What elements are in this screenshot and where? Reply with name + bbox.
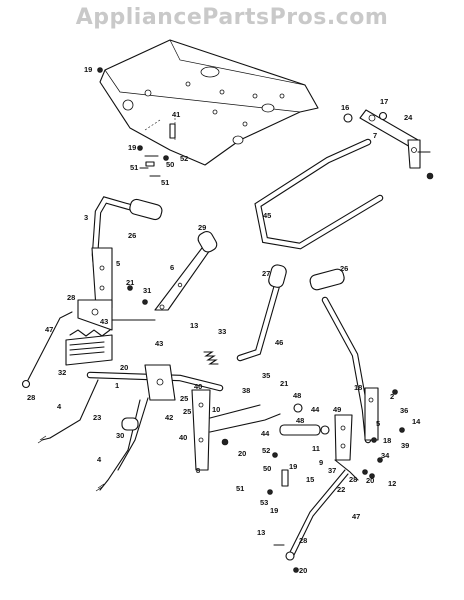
callout-48: 48: [293, 391, 301, 400]
callout-23: 23: [93, 413, 101, 422]
callout-19: 19: [84, 65, 92, 74]
callout-22: 22: [337, 485, 345, 494]
callout-20: 20: [238, 449, 246, 458]
rods-4: [37, 379, 141, 492]
callout-28: 28: [349, 475, 357, 484]
callout-13: 13: [257, 528, 265, 537]
callout-21: 21: [126, 278, 134, 287]
callout-6: 6: [170, 263, 174, 272]
callout-20: 20: [120, 363, 128, 372]
callout-4: 4: [57, 402, 62, 411]
frame-hardware: [137, 118, 176, 177]
callout-40: 40: [179, 433, 187, 442]
callout-10: 10: [212, 405, 220, 414]
callout-12: 12: [388, 479, 396, 488]
callout-48: 48: [296, 416, 304, 425]
frame-panel: [97, 39, 319, 166]
pivot-shaft-7: [343, 109, 434, 180]
bushing-30: [121, 417, 139, 431]
callout-25: 25: [180, 394, 188, 403]
callout-50: 50: [263, 464, 271, 473]
callout-51: 51: [236, 484, 244, 493]
callout-26: 26: [340, 264, 348, 273]
callout-15: 15: [306, 475, 314, 484]
link-rod-47: [273, 469, 349, 573]
callout-5: 5: [376, 419, 380, 428]
callout-51: 51: [161, 178, 169, 187]
callout-20: 20: [299, 566, 307, 575]
callout-28: 28: [299, 536, 307, 545]
callout-24: 24: [404, 113, 413, 122]
callout-17: 17: [380, 97, 388, 106]
right-hardware: [369, 389, 405, 479]
callout-50: 50: [166, 160, 174, 169]
callout-53: 53: [260, 498, 268, 507]
callout-2: 2: [390, 392, 394, 401]
callout-29: 29: [198, 223, 206, 232]
callout-4: 4: [97, 455, 102, 464]
callout-8: 8: [196, 466, 200, 475]
callout-51: 51: [130, 163, 138, 172]
callout-20: 20: [366, 476, 374, 485]
lever-6: [154, 230, 218, 311]
callout-31: 31: [143, 286, 151, 295]
callout-1: 1: [115, 381, 119, 390]
lever-handle-2: [309, 268, 379, 444]
callout-14: 14: [412, 417, 421, 426]
callout-39: 39: [401, 441, 409, 450]
linkage-44: [267, 403, 368, 495]
callout-34: 34: [381, 451, 390, 460]
callout-46: 46: [275, 338, 283, 347]
callout-28: 28: [27, 393, 35, 402]
callout-27: 27: [262, 269, 270, 278]
callout-42: 42: [165, 413, 173, 422]
callout-35: 35: [262, 371, 270, 380]
callout-43: 43: [100, 317, 108, 326]
callout-45: 45: [263, 211, 271, 220]
callout-44: 44: [261, 429, 270, 438]
callout-30: 30: [116, 431, 124, 440]
callout-38: 38: [242, 386, 250, 395]
lever-handle-3: [91, 196, 163, 309]
cross-shaft-1: [86, 364, 224, 471]
callout-25: 25: [183, 407, 191, 416]
callout-36: 36: [400, 406, 408, 415]
callout-7: 7: [373, 131, 377, 140]
callout-43: 43: [155, 339, 163, 348]
callout-44: 44: [311, 405, 320, 414]
callout-13: 13: [190, 321, 198, 330]
callout-11: 11: [312, 444, 320, 453]
callout-5: 5: [116, 259, 120, 268]
callout-18: 18: [354, 383, 362, 392]
callout-28: 28: [67, 293, 75, 302]
callout-37: 37: [328, 466, 336, 475]
callout-19: 19: [128, 143, 136, 152]
callout-47: 47: [45, 325, 53, 334]
callout-19: 19: [289, 462, 297, 471]
callout-49: 49: [333, 405, 341, 414]
lever-46: [203, 264, 287, 365]
callout-18: 18: [383, 436, 391, 445]
callout-41: 41: [172, 110, 180, 119]
callout-16: 16: [341, 103, 349, 112]
watermark-text: AppliancePartsPros.com: [76, 5, 389, 30]
callout-26: 26: [128, 231, 136, 240]
callout-33: 33: [218, 327, 226, 336]
callout-47: 47: [352, 512, 360, 521]
callout-32: 32: [58, 368, 66, 377]
callout-40: 40: [194, 382, 202, 391]
bracket-8: [191, 389, 281, 471]
bent-rod-45: [254, 138, 384, 250]
callout-52: 52: [262, 446, 270, 455]
callout-3: 3: [84, 213, 88, 222]
callout-19: 19: [270, 506, 278, 515]
callout-52: 52: [180, 154, 188, 163]
callout-labels: 19 41 19 50 52 51 51 16 17 7 24 3 26 29 …: [27, 65, 421, 575]
pedal-assembly-left: [21, 285, 156, 389]
callout-21: 21: [280, 379, 288, 388]
callout-9: 9: [319, 458, 323, 467]
